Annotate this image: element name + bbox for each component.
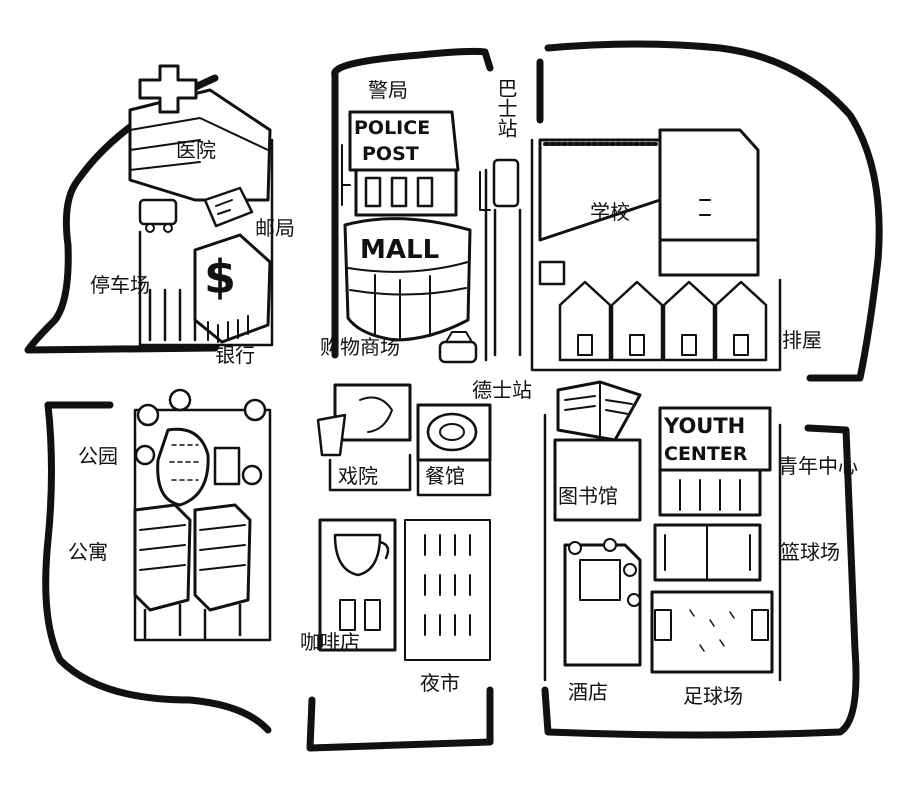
row-houses [558, 280, 768, 362]
restaurant-building [416, 403, 492, 497]
basketball-court [653, 523, 762, 582]
hospital-building [128, 64, 272, 202]
apartment-buildings [133, 503, 252, 642]
youth-sign-line2: CENTER [664, 443, 748, 465]
ambulance-icon [138, 198, 178, 233]
bank-building: $ [193, 233, 272, 344]
label-restaurant: 餐馆 [425, 464, 465, 488]
street-lines [484, 138, 782, 682]
police-sign-line1: POLICE [354, 117, 430, 139]
label-police: 警局 [368, 78, 408, 102]
label-bank: 银行 [215, 343, 255, 367]
youth-center-building: YOUTH CENTER [658, 406, 772, 517]
road-borders [24, 40, 883, 752]
hotel-building [563, 538, 642, 667]
mall-building: MALL [343, 217, 472, 342]
label-mall: 购物商场 [320, 335, 400, 359]
cafe-building [318, 518, 397, 652]
label-library: 图书馆 [558, 484, 618, 508]
label-row-houses: 排屋 [782, 328, 822, 352]
label-football-field: 足球场 [683, 684, 743, 708]
school-building [538, 128, 760, 286]
police-sign-line2: POST [362, 143, 419, 165]
parking-lot [138, 138, 274, 347]
post-office-building [203, 186, 254, 228]
library-building [553, 380, 642, 522]
label-cinema: 戏院 [338, 464, 378, 488]
bank-dollar-sign: $ [204, 250, 236, 304]
label-youth-center: 青年中心 [778, 454, 858, 478]
label-night-market: 夜市 [420, 671, 460, 695]
label-taxi-stand: 德士站 [472, 378, 532, 402]
taxi-car-icon [438, 331, 478, 364]
label-cafe: 咖啡店 [300, 630, 360, 654]
cinema-building [316, 383, 412, 492]
label-basketball-court: 篮球场 [780, 540, 840, 564]
park-area [133, 388, 272, 642]
night-market-stalls [404, 519, 491, 661]
label-hospital: 医院 [176, 138, 216, 162]
label-park: 公园 [78, 444, 118, 468]
label-parking: 停车场 [90, 273, 150, 297]
police-post-building: POLICE POST [341, 110, 460, 217]
label-post-office: 邮局 [255, 216, 295, 240]
football-field [650, 590, 774, 674]
youth-sign-line1: YOUTH [663, 414, 745, 438]
label-apartment: 公寓 [68, 540, 108, 564]
mall-sign: MALL [360, 235, 439, 265]
label-bus-stop: 巴士站 [494, 78, 518, 138]
label-school: 学校 [590, 200, 630, 224]
label-hotel: 酒店 [568, 680, 608, 704]
